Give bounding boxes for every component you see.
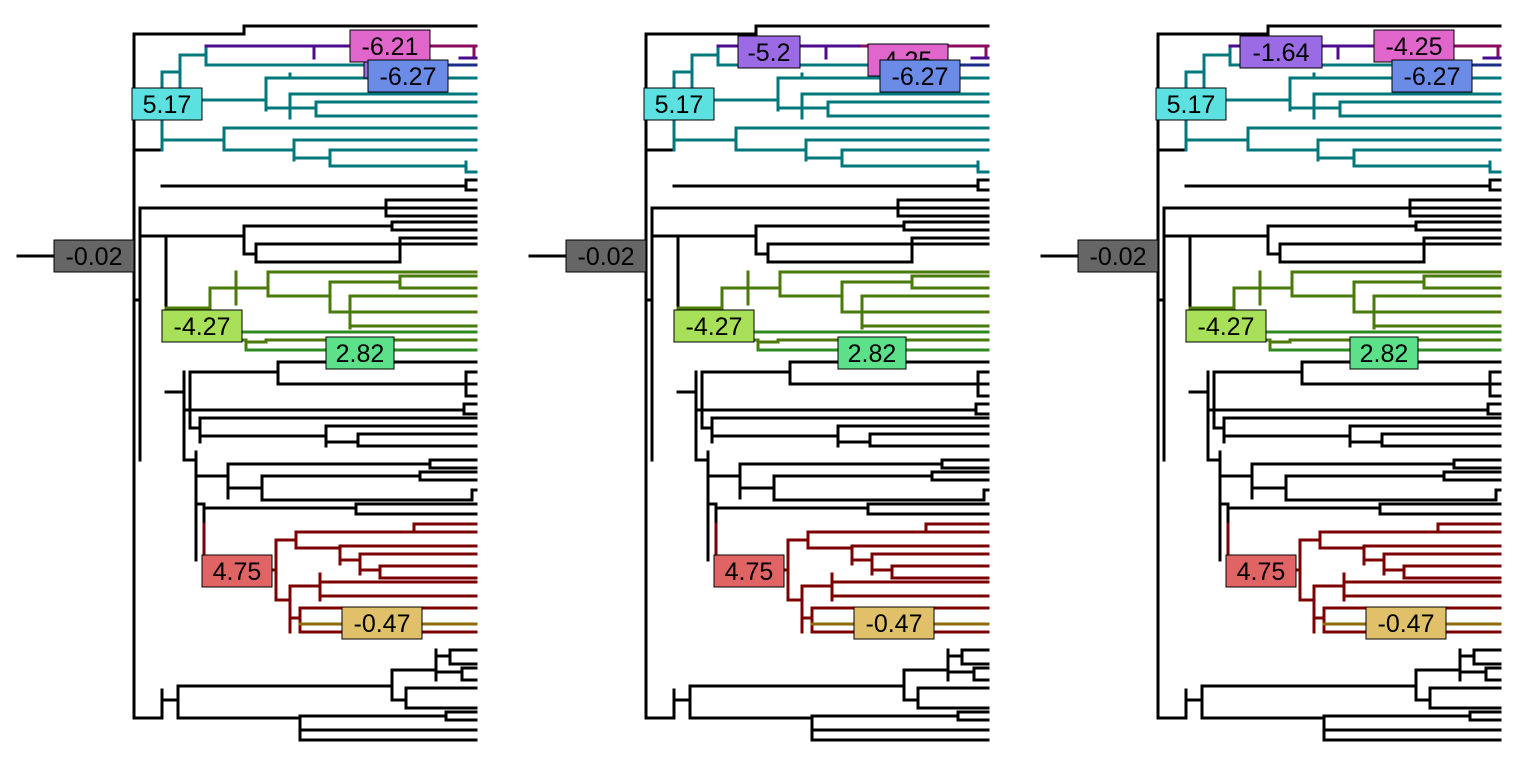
darkgreen-clade-label: 2.82: [837, 336, 907, 370]
olive-clade-label-box: [853, 606, 935, 640]
blue-clade-label-text: -6.27: [892, 63, 949, 91]
olive-clade-label-text: -0.47: [1378, 610, 1435, 638]
olive-clade-label-box: [341, 606, 423, 640]
blue-clade-label-box: [367, 59, 449, 93]
red-clade-label: 4.75: [1225, 554, 1297, 588]
blue-clade-label: -6.27: [367, 59, 449, 93]
purple-clade-label-box: [1239, 35, 1323, 69]
tree-panel-3: -0.02 5.17 -1.64 -4.25-6.27 -4.27 2.82 4.75 -0.…: [1040, 24, 1502, 742]
root-label-box: [565, 239, 647, 273]
darkgreen-clade-label-box: [325, 336, 395, 370]
red-clade-label-box: [1225, 554, 1297, 588]
olive-clade-label: -0.47: [341, 606, 423, 640]
tree-panel-2: -0.025.17-5.24.25-6.27-4.272.824.75-0.47: [528, 24, 990, 742]
magenta-clade-label-box: [349, 29, 431, 63]
blue-clade-label-text: -6.27: [1404, 63, 1461, 91]
green-clade-label: -4.27: [673, 309, 755, 343]
purple-clade-label-text: -1.64: [1253, 39, 1310, 67]
purple-clade-label-text: -5.2: [747, 39, 790, 67]
green-clade-label-text: -4.27: [686, 313, 743, 341]
root-label: -0.02: [565, 239, 647, 273]
magenta-clade-label: -4.25: [1373, 29, 1455, 63]
olive-clade-label-box: [1365, 606, 1447, 640]
purple-clade-label: -5.2: [737, 35, 801, 69]
darkgreen-clade-label-text: 2.82: [336, 340, 385, 368]
blue-clade-label: -6.27: [1391, 59, 1473, 93]
olive-clade-label-text: -0.47: [866, 610, 923, 638]
green-clade-label-text: -4.27: [1198, 313, 1255, 341]
blue-clade-label-text: -6.27: [380, 63, 437, 91]
green-clade-label: -4.27: [1185, 309, 1267, 343]
magenta-clade-label: -6.21: [349, 29, 431, 63]
darkgreen-clade-label: 2.82: [325, 336, 395, 370]
red-clade-label-box: [201, 554, 273, 588]
root-label: -0.02: [1077, 239, 1159, 273]
green-clade-label-text: -4.27: [174, 313, 231, 341]
tree-panel-1: -0.025.171.96-6.21-6.27-4.272.824.75-0.4…: [16, 24, 478, 742]
darkgreen-clade-label-text: 2.82: [848, 340, 897, 368]
teal-clade-label-box: [1155, 87, 1227, 121]
teal-clade-label-text: 5.17: [1167, 91, 1216, 119]
root-label-text: -0.02: [66, 243, 123, 271]
olive-clade-label: -0.47: [853, 606, 935, 640]
teal-clade-label: 5.17: [131, 87, 203, 121]
green-clade-label-box: [1185, 309, 1267, 343]
teal-clade-label: 5.17: [643, 87, 715, 121]
magenta-clade-label-text: -4.25: [1386, 33, 1443, 61]
teal-clade-label-text: 5.17: [143, 91, 192, 119]
darkgreen-clade-label-text: 2.82: [1360, 340, 1409, 368]
red-clade-label: 4.75: [713, 554, 785, 588]
blue-clade-label-box: [1391, 59, 1473, 93]
olive-clade-label: -0.47: [1365, 606, 1447, 640]
blue-clade-label-box: [879, 59, 961, 93]
root-label-text: -0.02: [1090, 243, 1147, 271]
root-label-text: -0.02: [578, 243, 635, 271]
purple-clade-label-box: [737, 35, 801, 69]
root-label-box: [1077, 239, 1159, 273]
darkgreen-clade-label-box: [1349, 336, 1419, 370]
blue-clade-label: -6.27: [879, 59, 961, 93]
green-clade-label-box: [161, 309, 243, 343]
teal-clade-label: 5.17: [1155, 87, 1227, 121]
darkgreen-clade-label-box: [837, 336, 907, 370]
red-clade-label: 4.75: [201, 554, 273, 588]
purple-clade-label: -1.64: [1239, 35, 1323, 69]
magenta-clade-label-text: -6.21: [362, 33, 419, 61]
root-label-box: [53, 239, 135, 273]
darkgreen-clade-label: 2.82: [1349, 336, 1419, 370]
teal-clade-label-text: 5.17: [655, 91, 704, 119]
red-clade-label-text: 4.75: [1237, 558, 1286, 586]
teal-clade-label-box: [131, 87, 203, 121]
green-clade-label-box: [673, 309, 755, 343]
red-clade-label-box: [713, 554, 785, 588]
root-label: -0.02: [53, 239, 135, 273]
red-clade-label-text: 4.75: [213, 558, 262, 586]
olive-clade-label-text: -0.47: [354, 610, 411, 638]
teal-clade-label-box: [643, 87, 715, 121]
red-clade-label-text: 4.75: [725, 558, 774, 586]
green-clade-label: -4.27: [161, 309, 243, 343]
